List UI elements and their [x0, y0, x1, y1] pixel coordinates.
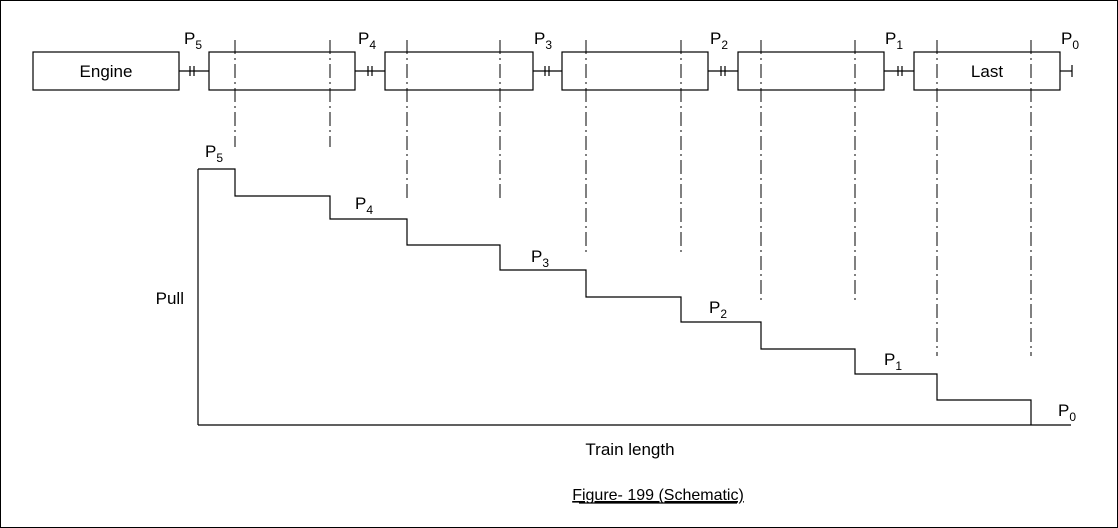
engine-label: Engine: [80, 62, 133, 81]
wagon-3: [561, 51, 709, 91]
wagon-2: [384, 51, 534, 91]
figure-caption: Figure- 199 (Schematic): [572, 487, 744, 504]
engine-box: [32, 51, 180, 91]
step-label-p1: P1: [884, 350, 902, 373]
x-axis-label: Train length: [585, 440, 674, 459]
train: Engine Last P5 P4 P3 P2 P1 P0: [32, 29, 1079, 91]
last-wagon: [913, 51, 1061, 91]
step-label-p2: P2: [709, 298, 727, 321]
couplings: [179, 65, 1073, 77]
step-label-p4: P4: [355, 194, 373, 217]
pull-step-line: [198, 168, 1032, 425]
wagon-1: [208, 51, 356, 91]
coupling-label-p2: P2: [710, 29, 728, 52]
step-labels: P5 P4 P3 P2 P1 P0: [205, 142, 1076, 424]
step-label-p3: P3: [531, 247, 549, 270]
coupling-label-p0: P0: [1061, 29, 1079, 52]
wagon-4: [737, 51, 885, 91]
coupling-label-p3: P3: [534, 29, 552, 52]
coupling-labels: P5 P4 P3 P2 P1 P0: [184, 29, 1079, 52]
pull-graph: Pull Train length P5 P4 P3 P2 P1 P0: [156, 142, 1077, 459]
coupling-label-p5: P5: [184, 29, 202, 52]
last-label: Last: [971, 62, 1003, 81]
step-label-p0: P0: [1058, 401, 1076, 424]
coupling-label-p1: P1: [885, 29, 903, 52]
step-label-p5: P5: [205, 142, 223, 165]
coupling-label-p4: P4: [358, 29, 376, 52]
axle-guide-lines: [234, 40, 1032, 356]
y-axis-label: Pull: [156, 289, 184, 308]
